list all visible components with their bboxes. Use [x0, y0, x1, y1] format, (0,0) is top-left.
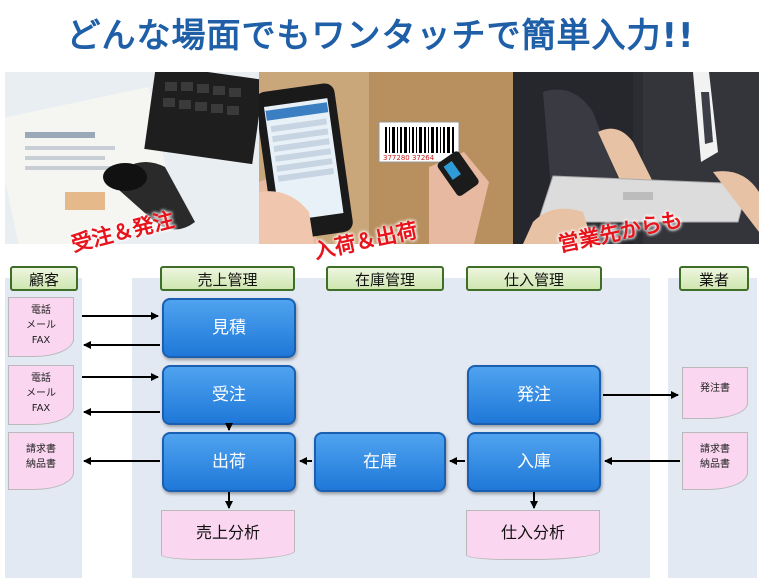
doc-line: メール: [26, 320, 56, 331]
doc-line: メール: [26, 388, 56, 399]
doc-line: 電話: [31, 305, 51, 316]
process-order-placed: 発注: [467, 365, 601, 425]
document-purchase-analysis: 仕入分析: [466, 510, 600, 560]
customer-doc-invoice: 請求書 納品書: [8, 432, 74, 490]
photo-smartphone-barcode: 377280 37264: [259, 72, 513, 244]
doc-line: FAX: [31, 335, 51, 346]
header-customer: 顧客: [10, 266, 78, 291]
header-inventory: 在庫管理: [326, 266, 444, 291]
doc-line: 発注書: [700, 383, 730, 394]
doc-line: 納品書: [700, 459, 730, 470]
customer-doc-contact-1: 電話 メール FAX: [8, 297, 74, 357]
process-estimate: 見積: [162, 298, 296, 358]
doc-line: 納品書: [26, 459, 56, 470]
process-stock: 在庫: [314, 432, 446, 492]
page-title: どんな場面でもワンタッチで簡単入力!!: [66, 16, 695, 56]
document-sales-analysis: 売上分析: [161, 510, 295, 560]
barcode-number: 377280 37264: [383, 154, 435, 162]
process-receiving: 入庫: [467, 432, 601, 492]
photo-sales-tablet: [513, 72, 759, 244]
doc-line: 電話: [31, 373, 51, 384]
vendor-doc-purchase-order: 発注書: [682, 367, 748, 419]
photo-office-scanner: [5, 72, 259, 244]
lane-vendor: [668, 278, 757, 578]
header-sales: 売上管理: [160, 266, 295, 291]
process-shipping: 出荷: [162, 432, 296, 492]
header-vendor: 業者: [679, 266, 749, 291]
vendor-doc-invoice: 請求書 納品書: [682, 432, 748, 490]
process-order-received: 受注: [162, 365, 296, 425]
customer-doc-contact-2: 電話 メール FAX: [8, 365, 74, 425]
doc-line: 請求書: [26, 444, 56, 455]
doc-line: FAX: [31, 403, 51, 414]
header-purchase: 仕入管理: [466, 266, 602, 291]
doc-line: 請求書: [700, 444, 730, 455]
